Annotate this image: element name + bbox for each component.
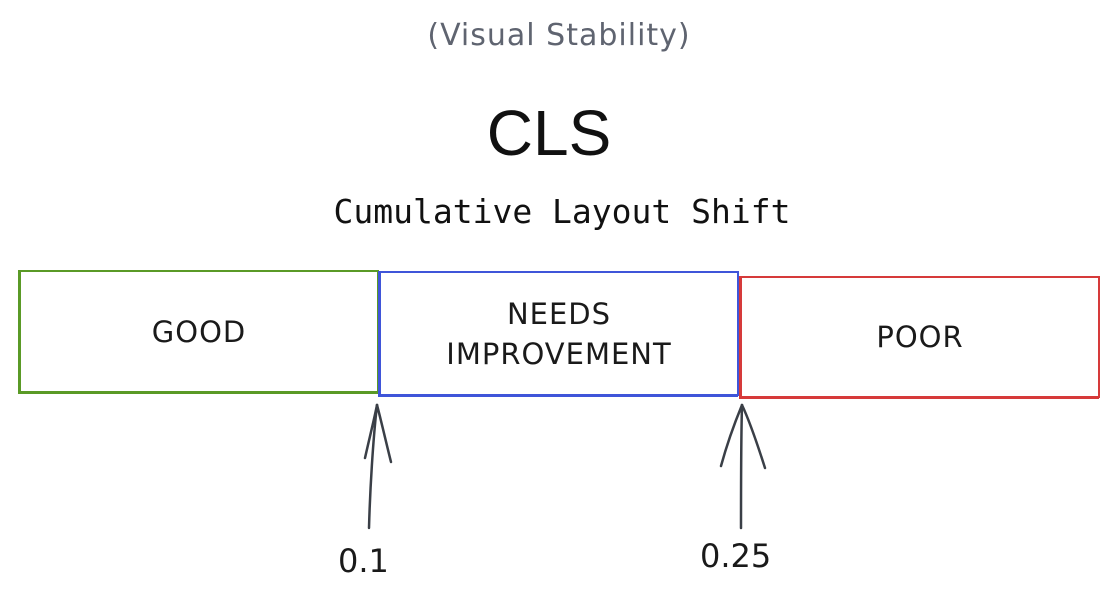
band-needs-improvement-label: NEEDS IMPROVEMENT xyxy=(446,296,672,371)
page-title: CLS xyxy=(486,97,612,169)
metric-full-name: Cumulative Layout Shift xyxy=(333,192,791,231)
band-poor: POOR xyxy=(739,276,1100,399)
threshold-label-high: 0.25 xyxy=(700,537,772,575)
band-good-label: GOOD xyxy=(151,314,247,349)
threshold-label-low: 0.1 xyxy=(338,542,389,580)
arrow-up-icon xyxy=(719,403,767,530)
band-poor-label: POOR xyxy=(876,320,964,354)
subtitle: (Visual Stability) xyxy=(427,18,691,53)
arrow-up-icon xyxy=(363,403,393,530)
band-needs-improvement: NEEDS IMPROVEMENT xyxy=(378,271,739,397)
